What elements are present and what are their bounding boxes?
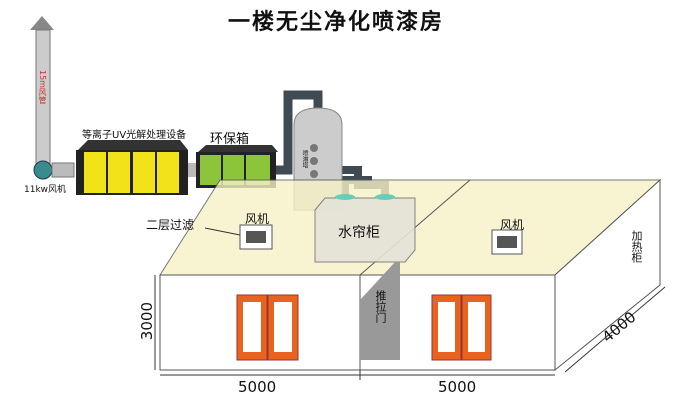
door-right bbox=[431, 294, 492, 361]
water-curtain-cabinet bbox=[314, 194, 416, 263]
chimney-label: 15m风管 bbox=[38, 70, 47, 104]
sliding-door bbox=[360, 262, 400, 360]
eco-box bbox=[196, 145, 278, 188]
room-front bbox=[159, 274, 556, 371]
sliding-door-label: 推拉门 bbox=[374, 290, 387, 323]
water-curtain-label: 水帘柜 bbox=[338, 225, 380, 241]
dimension-width-right: 5000 bbox=[438, 378, 477, 396]
fan-left-label: 风机 bbox=[245, 212, 270, 226]
fan-right-label: 风机 bbox=[500, 218, 525, 232]
chimney bbox=[30, 16, 75, 180]
door-left bbox=[236, 294, 299, 361]
duct bbox=[276, 90, 323, 175]
dimension-height: 3000 bbox=[138, 302, 156, 341]
eco-box-label: 环保箱 bbox=[210, 132, 250, 147]
fan-main-label: 11kw风机 bbox=[24, 185, 67, 195]
uv-unit bbox=[76, 140, 198, 195]
uv-unit-label: 等离子UV光解处理设备 bbox=[82, 130, 187, 141]
dimension-width-left: 5000 bbox=[238, 378, 277, 396]
filter-label: 二层过滤 bbox=[146, 218, 195, 232]
spray-tower-label: 喷淋塔 bbox=[301, 150, 308, 168]
page-title: 一楼无尘净化喷漆房 bbox=[228, 10, 445, 35]
heater-label: 加热柜 bbox=[630, 230, 643, 263]
